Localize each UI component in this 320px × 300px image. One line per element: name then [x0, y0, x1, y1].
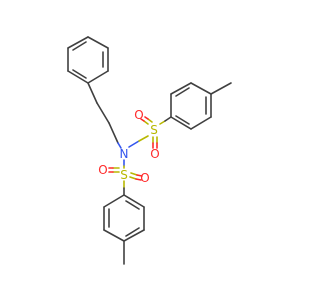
atom-s-upper: S: [150, 123, 158, 137]
oxygen-lower-right-label: O: [140, 171, 149, 185]
oxygen-upper-bottom-label: O: [150, 147, 159, 161]
sulfur-lower-label: S: [120, 168, 128, 182]
upper-tolyl-ring: [170, 82, 232, 130]
oxygen-lower-left-label: O: [98, 163, 107, 177]
nitrogen-label: N: [120, 147, 129, 161]
oxygen-upper-left-label: O: [134, 108, 143, 122]
atom-o-upper-left: O: [134, 108, 143, 122]
lower-tolyl-ring: [103, 194, 145, 265]
molecule-structure: N S S O O O O: [67, 36, 232, 265]
lower-sulfonyl-oxygens: [108, 167, 143, 181]
atom-o-upper-bottom: O: [150, 147, 159, 161]
n-s-upper-bond: [128, 135, 149, 148]
atom-o-lower-right: O: [140, 171, 149, 185]
upper-sulfonyl-oxygens: [140, 116, 158, 149]
atom-o-lower-top: O: [98, 163, 107, 177]
atom-n: N: [120, 147, 129, 161]
atom-s-lower: S: [120, 168, 128, 182]
upper-s-aryl-bond: [159, 116, 172, 125]
sulfur-upper-label: S: [150, 123, 158, 137]
phenyl-ring: [67, 36, 109, 84]
propyl-chain: [87, 82, 122, 149]
